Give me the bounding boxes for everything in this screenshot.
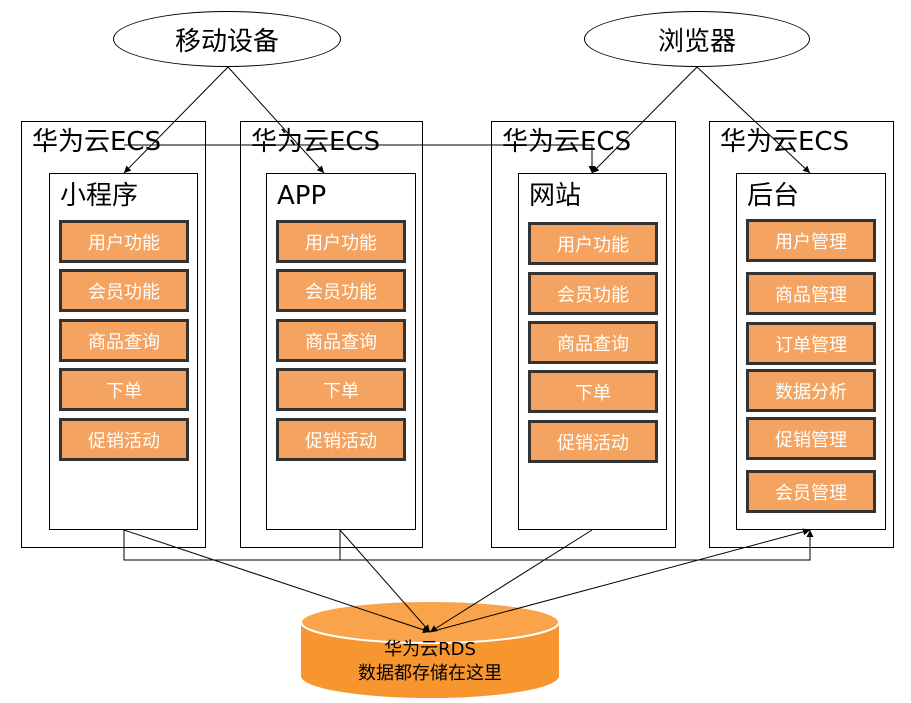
feature-member: 会员功能 <box>528 272 658 315</box>
module-miniprogram: 小程序 用户功能 会员功能 商品查询 下单 促销活动 <box>49 173 198 530</box>
ecs-server-admin: 华为云ECS 后台 用户管理 商品管理 订单管理 数据分析 促销管理 会员管理 <box>709 121 894 548</box>
feature-product-management: 商品管理 <box>746 272 876 315</box>
feature-user: 用户功能 <box>276 220 406 263</box>
ecs-server-website: 华为云ECS 网站 用户功能 会员功能 商品查询 下单 促销活动 <box>491 121 676 548</box>
browser-label: 浏览器 <box>657 26 736 57</box>
ecs-title: 华为云ECS <box>502 127 632 157</box>
database-note: 数据都存储在这里 <box>358 663 502 684</box>
module-title: APP <box>277 181 327 211</box>
browser-node: 浏览器 <box>584 11 810 67</box>
database-name: 华为云RDS <box>384 639 476 660</box>
feature-product-query: 商品查询 <box>59 319 189 362</box>
feature-order-management: 订单管理 <box>746 322 876 365</box>
feature-promotion-management: 促销管理 <box>746 417 876 460</box>
feature-member: 会员功能 <box>59 269 189 312</box>
feature-promotion: 促销活动 <box>276 418 406 461</box>
database-label: 华为云RDS 数据都存储在这里 <box>300 638 560 686</box>
feature-promotion: 促销活动 <box>59 418 189 461</box>
database-top <box>300 600 560 644</box>
ecs-server-miniprogram: 华为云ECS 小程序 用户功能 会员功能 商品查询 下单 促销活动 <box>21 121 206 548</box>
feature-user: 用户功能 <box>528 222 658 265</box>
feature-member-management: 会员管理 <box>746 470 876 513</box>
feature-product-query: 商品查询 <box>276 319 406 362</box>
mobile-device-label: 移动设备 <box>174 26 279 57</box>
module-website: 网站 用户功能 会员功能 商品查询 下单 促销活动 <box>518 173 667 530</box>
feature-data-analysis: 数据分析 <box>746 369 876 412</box>
mobile-device-node: 移动设备 <box>113 11 341 67</box>
module-title: 后台 <box>747 181 800 211</box>
feature-member: 会员功能 <box>276 269 406 312</box>
module-title: 网站 <box>529 181 582 211</box>
feature-order: 下单 <box>528 370 658 413</box>
feature-user: 用户功能 <box>59 220 189 263</box>
feature-order: 下单 <box>59 368 189 411</box>
module-admin: 后台 用户管理 商品管理 订单管理 数据分析 促销管理 会员管理 <box>736 173 886 530</box>
ecs-title: 华为云ECS <box>251 127 381 157</box>
ecs-title: 华为云ECS <box>720 127 850 157</box>
module-app: APP 用户功能 会员功能 商品查询 下单 促销活动 <box>266 173 416 530</box>
ecs-title: 华为云ECS <box>32 127 162 157</box>
feature-user-management: 用户管理 <box>746 219 876 262</box>
ecs-server-app: 华为云ECS APP 用户功能 会员功能 商品查询 下单 促销活动 <box>240 121 423 548</box>
feature-product-query: 商品查询 <box>528 321 658 364</box>
module-title: 小程序 <box>60 181 139 211</box>
feature-order: 下单 <box>276 368 406 411</box>
feature-promotion: 促销活动 <box>528 420 658 463</box>
link-bottom-bus <box>123 530 814 561</box>
